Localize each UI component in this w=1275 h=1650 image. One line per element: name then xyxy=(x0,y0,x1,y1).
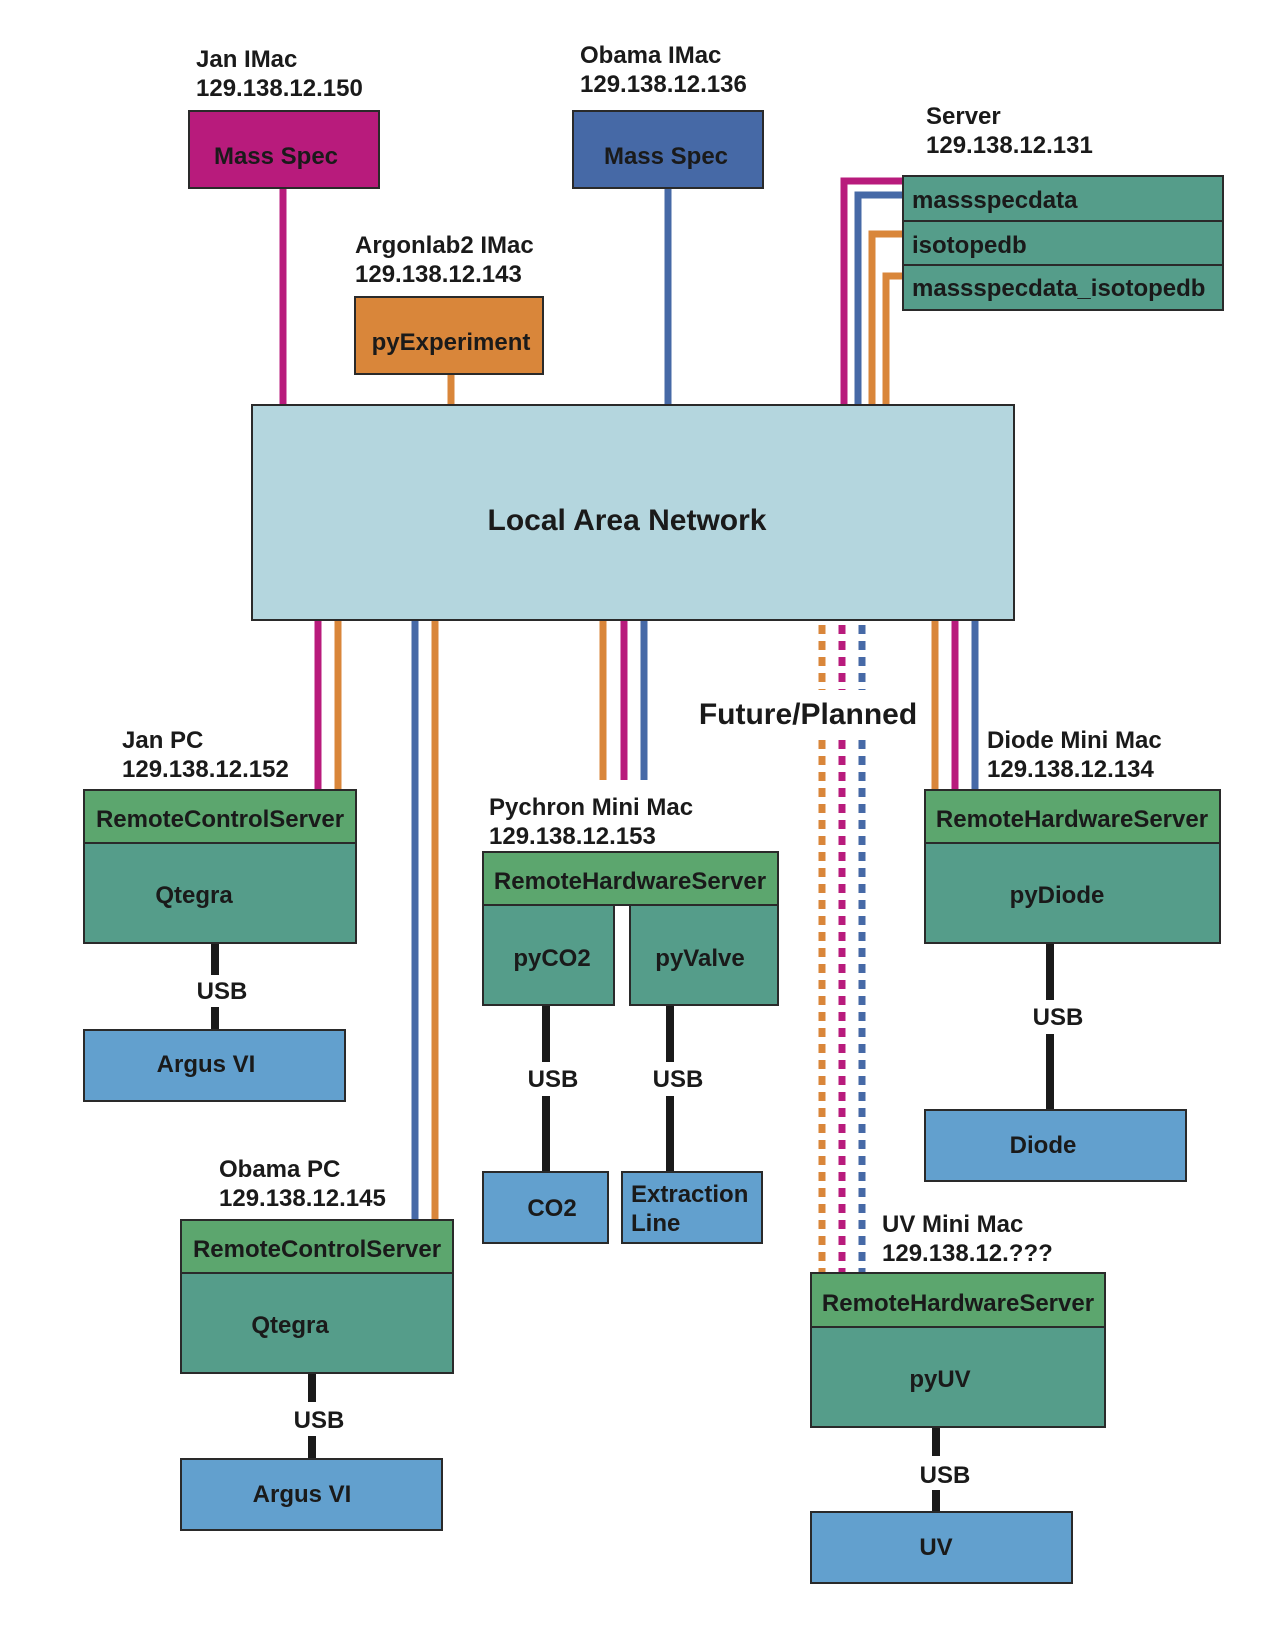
obama-pc-server: RemoteControlServer xyxy=(193,1236,441,1263)
pychron-app-box-2 xyxy=(629,904,779,1006)
server-node: Server 129.138.12.131 massspecdata isoto… xyxy=(902,103,1224,311)
jan-pc-device-box xyxy=(83,1029,346,1102)
diode-name: Diode Mini Mac xyxy=(987,727,1162,754)
usb-connectors xyxy=(211,943,1054,1512)
diode-usb-label: USB xyxy=(1033,1004,1084,1031)
obama-pc-node: Obama PC 129.138.12.145 RemoteControlSer… xyxy=(180,1156,454,1531)
pychron-device-2-line2: Line xyxy=(631,1210,680,1237)
server-db-2: isotopedb xyxy=(912,232,1027,259)
lan-node: Local Area Network xyxy=(251,404,1015,621)
obama-imac-node: Obama IMac 129.138.12.136 Mass Spec xyxy=(572,42,764,189)
lan-box xyxy=(251,404,1015,621)
pychron-app-box-1 xyxy=(482,904,615,1006)
server-db-3: massspecdata_isotopedb xyxy=(912,275,1205,302)
jan-imac-box xyxy=(188,110,380,189)
lan-label: Local Area Network xyxy=(488,504,767,537)
jan-imac-name: Jan IMac xyxy=(196,46,297,73)
pychron-name: Pychron Mini Mac xyxy=(489,794,693,821)
server-db-1: massspecdata xyxy=(912,187,1078,214)
jan-pc-device: Argus VI xyxy=(157,1051,256,1078)
obama-pc-usb-label: USB xyxy=(294,1407,345,1434)
pychron-app-2: pyValve xyxy=(655,945,744,972)
jan-pc-node: Jan PC 129.138.12.152 RemoteControlServe… xyxy=(83,727,357,1102)
pychron-app-1: pyCO2 xyxy=(513,945,590,972)
obama-pc-ip: 129.138.12.145 xyxy=(219,1185,386,1212)
obama-pc-name: Obama PC xyxy=(219,1156,340,1183)
obama-pc-app: Qtegra xyxy=(251,1312,329,1339)
server-link-magenta xyxy=(840,177,903,405)
diode-device: Diode xyxy=(1010,1132,1077,1159)
argonlab2-box xyxy=(354,296,544,375)
diode-server-box xyxy=(924,789,1221,844)
server-link-orange-2 xyxy=(882,272,903,405)
diode-device-box xyxy=(924,1109,1187,1182)
uv-usb-label: USB xyxy=(920,1462,971,1489)
jan-pc-name: Jan PC xyxy=(122,727,203,754)
jan-pc-app-box xyxy=(83,842,357,944)
argonlab2-name: Argonlab2 IMac xyxy=(355,232,534,259)
diode-node: Diode Mini Mac 129.138.12.134 RemoteHard… xyxy=(924,727,1221,1182)
uv-node: UV Mini Mac 129.138.12.??? RemoteHardwar… xyxy=(810,1211,1106,1584)
pychron-node: Pychron Mini Mac 129.138.12.153 RemoteHa… xyxy=(482,794,779,1244)
jan-imac-node: Jan IMac 129.138.12.150 Mass Spec xyxy=(188,46,380,189)
diode-app: pyDiode xyxy=(1010,882,1105,909)
pychron-device-box-2 xyxy=(621,1171,763,1244)
jan-pc-app: Qtegra xyxy=(155,882,233,909)
pychron-device-box-1 xyxy=(482,1171,609,1244)
obama-imac-ip: 129.138.12.136 xyxy=(580,71,747,98)
uv-server: RemoteHardwareServer xyxy=(822,1290,1094,1317)
uv-device: UV xyxy=(919,1534,952,1561)
pychron-ip: 129.138.12.153 xyxy=(489,823,656,850)
obama-pc-server-box xyxy=(180,1219,454,1274)
obama-pc-device-box xyxy=(180,1458,443,1531)
server-name: Server xyxy=(926,103,1001,130)
uv-name: UV Mini Mac xyxy=(882,1211,1023,1238)
argonlab2-node: Argonlab2 IMac 129.138.12.143 pyExperime… xyxy=(354,232,544,375)
argonlab2-ip: 129.138.12.143 xyxy=(355,261,522,288)
pychron-server: RemoteHardwareServer xyxy=(494,868,766,895)
argonlab2-app: pyExperiment xyxy=(372,329,531,356)
connections xyxy=(279,177,979,1220)
server-link-orange-1 xyxy=(868,230,903,405)
server-db-box-3 xyxy=(902,264,1224,311)
pychron-usb-label-1: USB xyxy=(528,1066,579,1093)
obama-pc-device: Argus VI xyxy=(253,1481,352,1508)
jan-pc-ip: 129.138.12.152 xyxy=(122,756,289,783)
uv-app: pyUV xyxy=(909,1366,970,1393)
obama-imac-box xyxy=(572,110,764,189)
server-db-box-2 xyxy=(902,220,1224,266)
uv-ip: 129.138.12.??? xyxy=(882,1240,1053,1267)
diode-server: RemoteHardwareServer xyxy=(936,806,1208,833)
uv-device-box xyxy=(810,1511,1073,1584)
obama-imac-name: Obama IMac xyxy=(580,42,721,69)
jan-pc-usb-label: USB xyxy=(197,978,248,1005)
server-ip: 129.138.12.131 xyxy=(926,132,1093,159)
pychron-device-2-line1: Extraction xyxy=(631,1181,748,1208)
jan-imac-app: Mass Spec xyxy=(214,143,338,170)
uv-app-box xyxy=(810,1326,1106,1428)
pychron-server-box xyxy=(482,851,779,906)
obama-imac-app: Mass Spec xyxy=(604,143,728,170)
jan-pc-server: RemoteControlServer xyxy=(96,806,344,833)
obama-pc-app-box xyxy=(180,1272,454,1374)
pychron-usb-label-2: USB xyxy=(653,1066,704,1093)
future-connections xyxy=(818,625,866,1273)
diode-ip: 129.138.12.134 xyxy=(987,756,1154,783)
future-planned-label: Future/Planned xyxy=(699,698,917,731)
diode-app-box xyxy=(924,842,1221,944)
jan-imac-ip: 129.138.12.150 xyxy=(196,75,363,102)
pychron-device-1: CO2 xyxy=(527,1195,576,1222)
server-link-blue xyxy=(854,191,903,405)
